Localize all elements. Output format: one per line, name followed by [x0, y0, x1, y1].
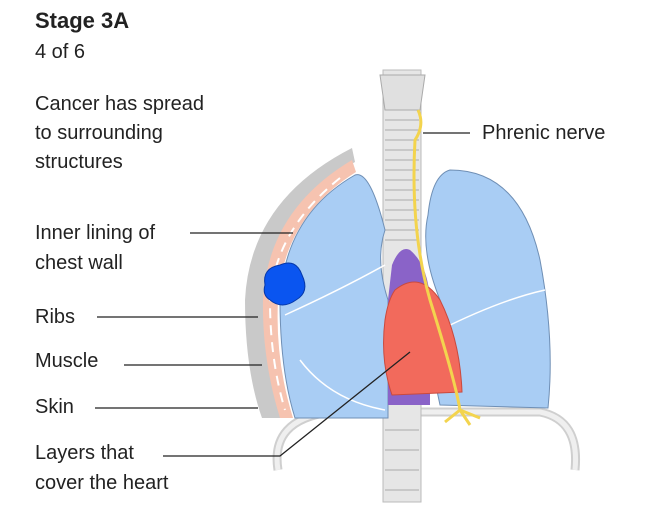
left-lung — [279, 174, 389, 419]
tumor — [263, 262, 306, 306]
description-line: to surrounding — [35, 122, 163, 144]
leader-lines — [95, 132, 470, 457]
description-line: Cancer has spread — [35, 93, 204, 115]
lower-ribs — [272, 407, 581, 471]
page-title: Stage 3A — [35, 8, 130, 33]
label-muscle: Muscle — [35, 350, 99, 372]
label-phrenic-nerve: Phrenic nerve — [482, 122, 606, 144]
label-ribs: Ribs — [35, 306, 76, 328]
description-line: structures — [35, 151, 123, 173]
heart — [383, 281, 463, 396]
label-skin: Skin — [35, 396, 74, 418]
phrenic-nerve — [412, 109, 481, 426]
label-inner-lining: chest wall — [35, 252, 123, 274]
skin-layer — [245, 148, 355, 418]
step-indicator: 4 of 6 — [35, 41, 86, 63]
label-inner-lining: Inner lining of — [35, 222, 156, 244]
muscle-layer — [262, 160, 356, 418]
label-heart-layers: Layers that — [35, 442, 134, 464]
larynx — [379, 74, 426, 111]
label-heart-layers: cover the heart — [35, 472, 169, 494]
